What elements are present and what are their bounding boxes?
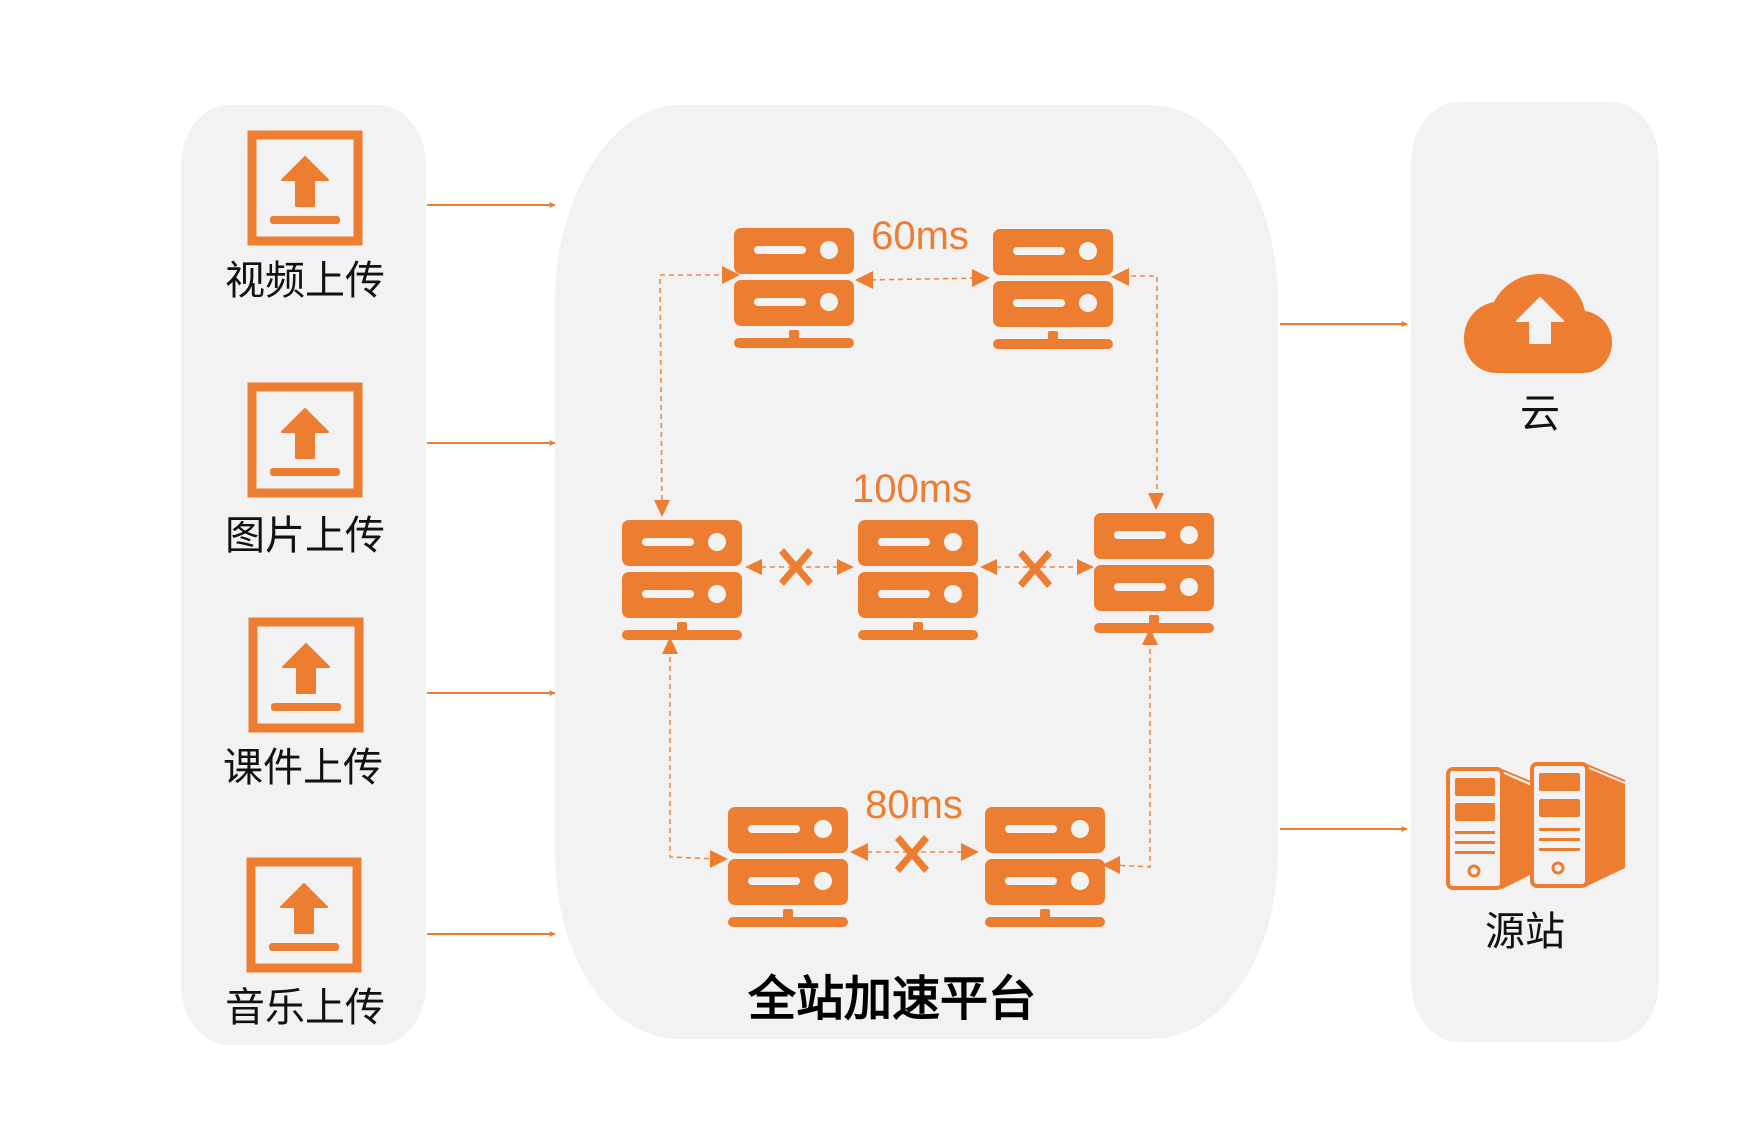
arrowhead	[837, 559, 854, 575]
sources-panel	[181, 105, 426, 1045]
destinations-panel	[1411, 102, 1659, 1042]
latency-label-top: 60ms	[871, 214, 969, 258]
source-label-music: 音乐上传	[225, 985, 385, 1031]
arrowhead	[855, 271, 873, 289]
arrowhead	[1077, 559, 1094, 575]
arrowhead	[1148, 493, 1164, 510]
arrowhead	[1111, 268, 1129, 286]
arrowhead	[961, 843, 979, 861]
destination-label-cloud: 云	[1520, 391, 1560, 437]
destination-origin[interactable]: 源站	[1446, 762, 1626, 955]
source-music-upload[interactable]: 音乐上传	[225, 862, 385, 1031]
arrowhead	[972, 269, 990, 287]
platform-title: 全站加速平台	[747, 971, 1036, 1027]
arrowhead	[850, 843, 868, 861]
arrowhead	[654, 500, 670, 517]
arrowhead	[745, 559, 762, 575]
arrowhead	[1142, 628, 1158, 645]
source-image-upload[interactable]: 图片上传	[225, 387, 385, 559]
source-video-upload[interactable]: 视频上传	[225, 135, 385, 304]
link-midleft-to-bottomleft	[669, 648, 719, 860]
source-label-image: 图片上传	[225, 513, 385, 559]
destination-label-origin: 源站	[1485, 909, 1565, 955]
destination-cloud[interactable]: 云	[1464, 274, 1612, 437]
link-midright-to-bottomright	[1112, 640, 1151, 868]
cloud-upload-icon	[1464, 274, 1612, 373]
arrowhead	[1102, 856, 1120, 874]
source-label-courseware: 课件上传	[223, 745, 383, 791]
source-label-video: 视频上传	[225, 258, 385, 304]
arrowhead	[980, 559, 997, 575]
link-topleft-to-midleft	[659, 274, 728, 509]
latency-label-bottom: 80ms	[865, 783, 963, 827]
arrowhead	[662, 637, 678, 654]
source-courseware-upload[interactable]: 课件上传	[223, 622, 383, 791]
arrowhead	[722, 266, 740, 284]
arrowhead	[710, 850, 728, 868]
link-topright-to-midright	[1122, 275, 1158, 500]
origin-server-icon	[1446, 762, 1626, 890]
latency-label-middle: 100ms	[852, 467, 972, 511]
link-top-60ms	[861, 277, 985, 281]
